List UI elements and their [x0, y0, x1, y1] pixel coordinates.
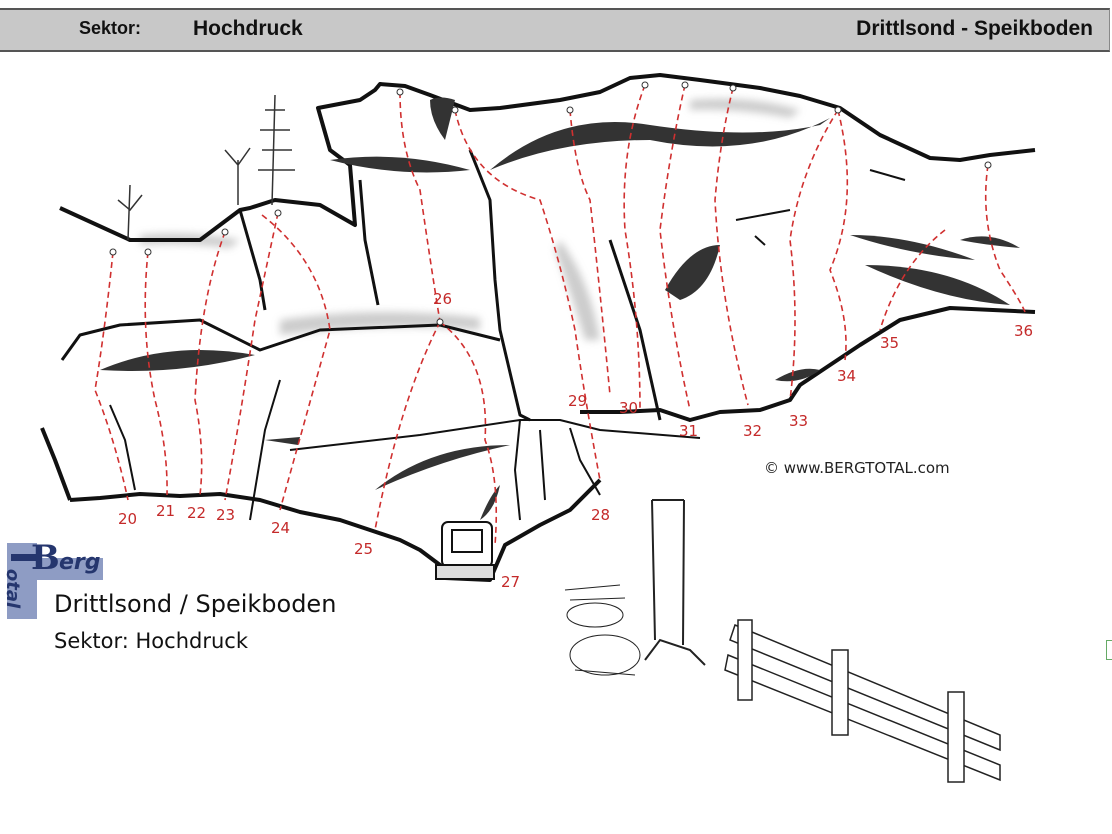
route-anchors: [109, 81, 992, 326]
page-edge-marker: [1106, 640, 1112, 660]
route-number: 34: [837, 367, 856, 385]
rock-cracks-dark: [100, 97, 1020, 520]
memorial-plaque-icon: [435, 521, 495, 580]
sector-name: Hochdruck: [193, 17, 303, 40]
route-number: 24: [271, 519, 290, 537]
route-number: 28: [591, 506, 610, 524]
route-number: 23: [216, 506, 235, 524]
sector-label: Sektor:: [79, 18, 142, 38]
route-number: 32: [743, 422, 762, 440]
caption-sector: Sektor: Hochdruck: [54, 629, 248, 653]
route-number: 26: [433, 290, 452, 308]
route-number: 20: [118, 510, 137, 528]
header-bar: Sektor: Hochdruck Drittlsond - Speikbode…: [0, 8, 1110, 52]
stone-wall-icon: [564, 584, 641, 676]
route-number: 27: [501, 573, 520, 591]
copyright-text: © www.BERGTOTAL.com: [764, 459, 950, 477]
area-name: Drittlsond - Speikboden: [856, 17, 1093, 40]
route-number: 21: [156, 502, 175, 520]
route-number: 30: [619, 399, 638, 417]
route-number: 22: [187, 504, 206, 522]
route-numbers: 20 21 22 23 24 25 26 27 28 29 30 31 32 3…: [118, 290, 1033, 591]
route-number: 33: [789, 412, 808, 430]
fence-icon: [724, 619, 1001, 783]
caption-title: Drittlsond / Speikboden: [54, 590, 337, 618]
route-number: 35: [880, 334, 899, 352]
tree-trunk-icon: [644, 499, 706, 666]
route-number: 25: [354, 540, 373, 558]
route-number: 29: [568, 392, 587, 410]
route-number: 31: [679, 422, 698, 440]
tree-icon: [117, 94, 295, 241]
route-number: 36: [1014, 322, 1033, 340]
bergtotal-logo: B erg otal: [2, 538, 107, 620]
route-lines: [94, 84, 1026, 546]
